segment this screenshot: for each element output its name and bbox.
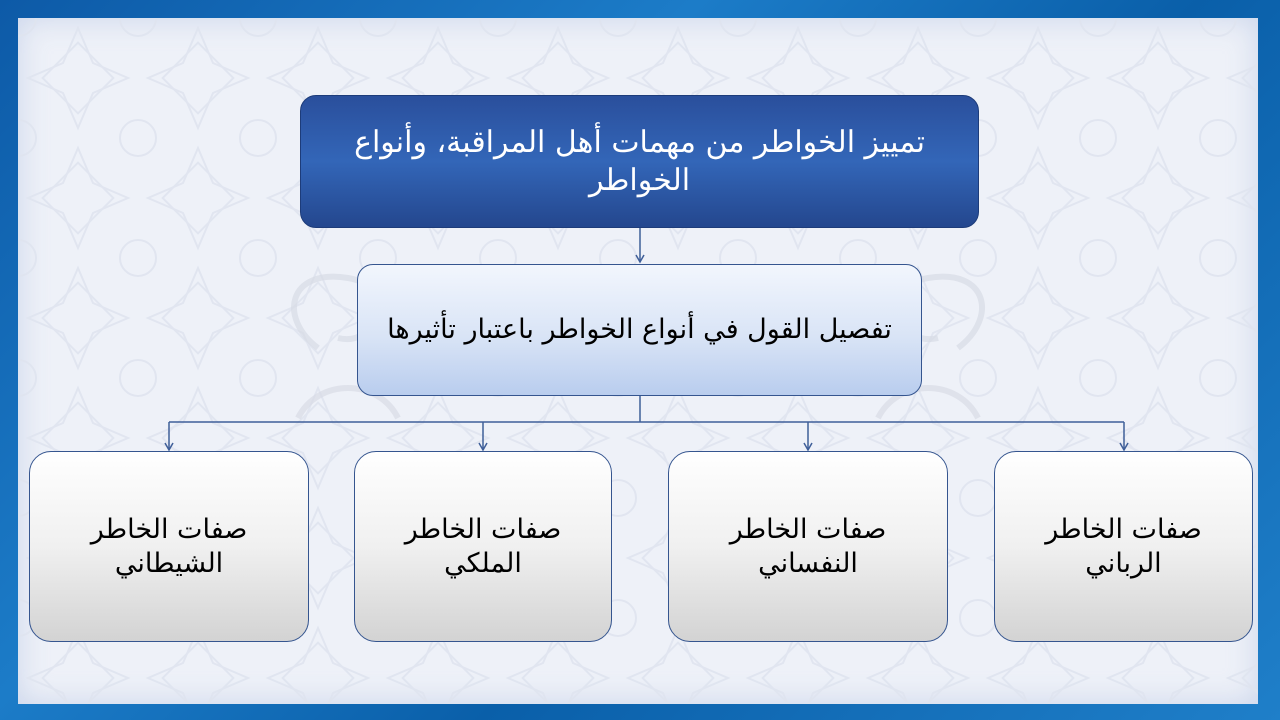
leaf-node-nafsani: صفات الخاطر النفساني: [668, 451, 948, 642]
leaf-node-malaki: صفات الخاطر الملكي: [354, 451, 612, 642]
leaf-node-shaytani: صفات الخاطر الشيطاني: [29, 451, 309, 642]
leaf-node-label: صفات الخاطر الشيطاني: [90, 513, 248, 579]
leaf-node-rabbani: صفات الخاطر الرباني: [994, 451, 1253, 642]
sub-node-label: تفصيل القول في أنواع الخواطر باعتبار تأث…: [387, 314, 892, 346]
leaf-node-label: صفات الخاطر الرباني: [1045, 513, 1202, 579]
leaf-node-label: صفات الخاطر النفساني: [729, 513, 887, 579]
leaf-node-label: صفات الخاطر الملكي: [404, 513, 562, 579]
root-node: تمييز الخواطر من مهمات أهل المراقبة، وأن…: [300, 95, 979, 228]
sub-node: تفصيل القول في أنواع الخواطر باعتبار تأث…: [357, 264, 922, 396]
root-node-label: تمييز الخواطر من مهمات أهل المراقبة، وأن…: [354, 125, 925, 198]
